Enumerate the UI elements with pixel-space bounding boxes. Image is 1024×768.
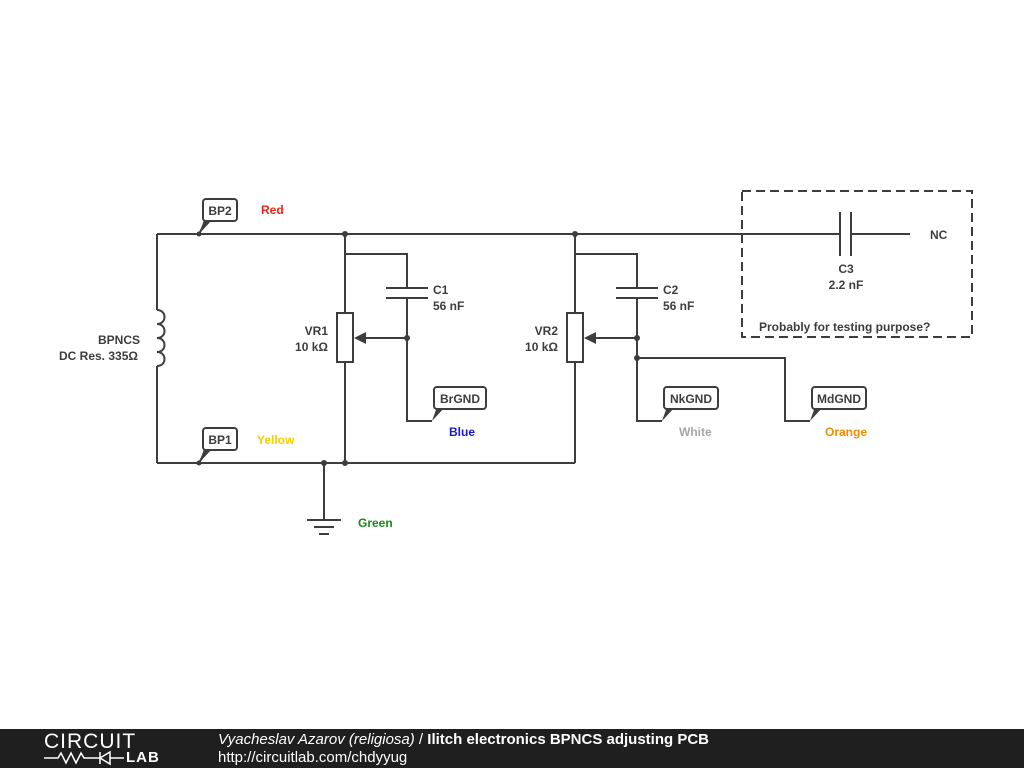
c2-name-label: C2 (663, 283, 679, 297)
junction-dot (342, 231, 348, 237)
bp1-label: BP1 (208, 433, 232, 447)
coil-value-label: DC Res. 335Ω (59, 349, 138, 363)
c3-value-label: 2.2 nF (829, 278, 864, 292)
coil-name-label: BPNCS (98, 333, 140, 347)
wire-color-orange: Orange (825, 425, 867, 439)
c3-capacitor (839, 212, 852, 256)
c1-capacitor (386, 287, 428, 299)
vr2-name-label: VR2 (535, 324, 559, 338)
brgnd-label: BrGND (440, 392, 480, 406)
schematic-diagram: BPNCS DC Res. 335Ω VR1 10 kΩ VR2 10 kΩ C… (59, 190, 973, 535)
logo-wordmark-bottom: LAB (126, 749, 160, 766)
junction-dot (404, 335, 410, 341)
logo-wordmark-top: CIRCUIT (44, 730, 137, 753)
vr1-value-label: 10 kΩ (295, 340, 328, 354)
junction-dot (634, 335, 640, 341)
net-flag-bp2: BP2 (196, 198, 238, 237)
vr1-name-label: VR1 (305, 324, 329, 338)
circuit-url-link[interactable]: http://circuitlab.com/chdyyug (218, 749, 408, 766)
net-flag-bp1: BP1 (196, 427, 238, 466)
c2-capacitor (616, 287, 658, 299)
wire-color-green: Green (358, 516, 393, 530)
author-link[interactable]: Vyacheslav Azarov (religiosa) (218, 731, 415, 748)
junction-dot (634, 355, 640, 361)
c1-name-label: C1 (433, 283, 449, 297)
mdgnd-label: MdGND (817, 392, 861, 406)
wire-color-white: White (679, 425, 712, 439)
net-flag-brgnd: BrGND (432, 386, 487, 421)
wire-color-yellow: Yellow (257, 433, 295, 447)
vr1-potentiometer (336, 312, 366, 363)
wire-color-red: Red (261, 203, 284, 217)
bp2-label: BP2 (208, 204, 232, 218)
resistor-diode-icon (44, 750, 124, 766)
junction-dot (572, 231, 578, 237)
wires (156, 233, 910, 520)
vr2-potentiometer (566, 312, 596, 363)
wire-color-blue: Blue (449, 425, 475, 439)
nc-label: NC (930, 228, 948, 242)
footer-credit: Vyacheslav Azarov (religiosa) / Ilitch e… (218, 731, 709, 749)
net-flag-nkgnd: NkGND (662, 386, 719, 421)
junction-dots (321, 231, 640, 466)
nkgnd-label: NkGND (670, 392, 712, 406)
ground-icon (307, 519, 341, 535)
circuitlab-logo[interactable]: CIRCUIT LAB (44, 731, 179, 767)
junction-dot (342, 460, 348, 466)
c3-name-label: C3 (838, 262, 854, 276)
junction-dot (321, 460, 327, 466)
net-flag-mdgnd: MdGND (810, 386, 867, 421)
vr2-value-label: 10 kΩ (525, 340, 558, 354)
footer-bar: CIRCUIT LAB Vyacheslav Azarov (religiosa… (0, 729, 1024, 768)
testing-box (741, 190, 973, 338)
c2-value-label: 56 nF (663, 299, 694, 313)
c1-value-label: 56 nF (433, 299, 464, 313)
testing-note: Probably for testing purpose? (759, 320, 930, 334)
coil-inductor (156, 309, 166, 367)
circuit-title: Ilitch electronics BPNCS adjusting PCB (427, 731, 709, 748)
credit-separator: / (414, 731, 428, 748)
